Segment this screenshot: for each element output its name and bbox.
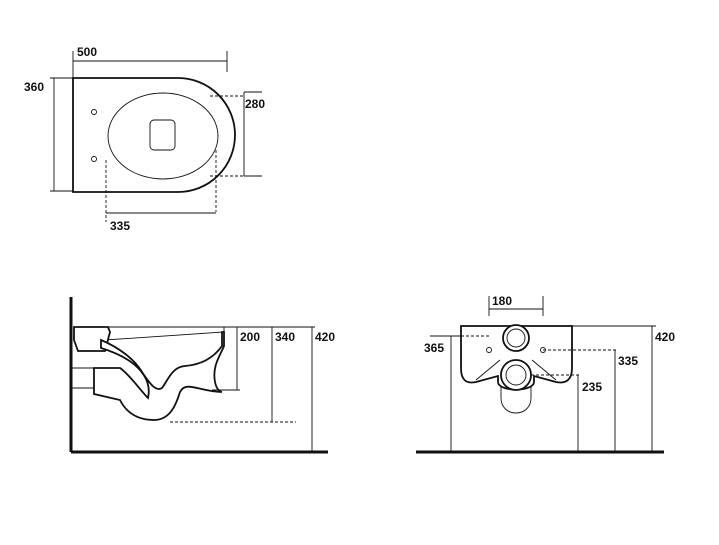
- outlet-pedestal: [500, 372, 532, 414]
- bowl-body-side: [93, 331, 225, 421]
- inlet-height-label: 335: [618, 354, 638, 368]
- rim-height-label: 200: [240, 330, 260, 344]
- fixing-hole-left: [486, 347, 492, 353]
- total-height-label-side: 420: [315, 330, 335, 344]
- inlet-ring-inner: [506, 328, 526, 348]
- bracket-label: 180: [492, 294, 512, 308]
- offset-label: 335: [110, 219, 130, 233]
- fixing-hole-bottom: [91, 156, 97, 162]
- width-label: 500: [77, 45, 97, 59]
- outlet-ring-inner: [505, 364, 527, 386]
- fixing-height-label: 365: [424, 341, 444, 355]
- bowl-outline-top: [72, 77, 236, 193]
- side-view: 200 340 420: [69, 297, 335, 454]
- front-view: 180 365 420 335 235: [416, 294, 675, 454]
- outlet-height-label-front: 235: [582, 380, 602, 394]
- total-height-label-front: 420: [655, 330, 675, 344]
- top-view: 500 360 280 335: [24, 45, 265, 233]
- fixing-hole-top: [91, 109, 97, 115]
- outlet-ring-outer: [500, 359, 532, 391]
- depth-label: 360: [24, 80, 44, 94]
- flush-square: [149, 119, 176, 151]
- bowl-rim-side: [104, 326, 225, 341]
- seat-opening: [107, 92, 219, 180]
- seat-label: 280: [245, 97, 265, 111]
- outlet-height-label: 340: [275, 330, 295, 344]
